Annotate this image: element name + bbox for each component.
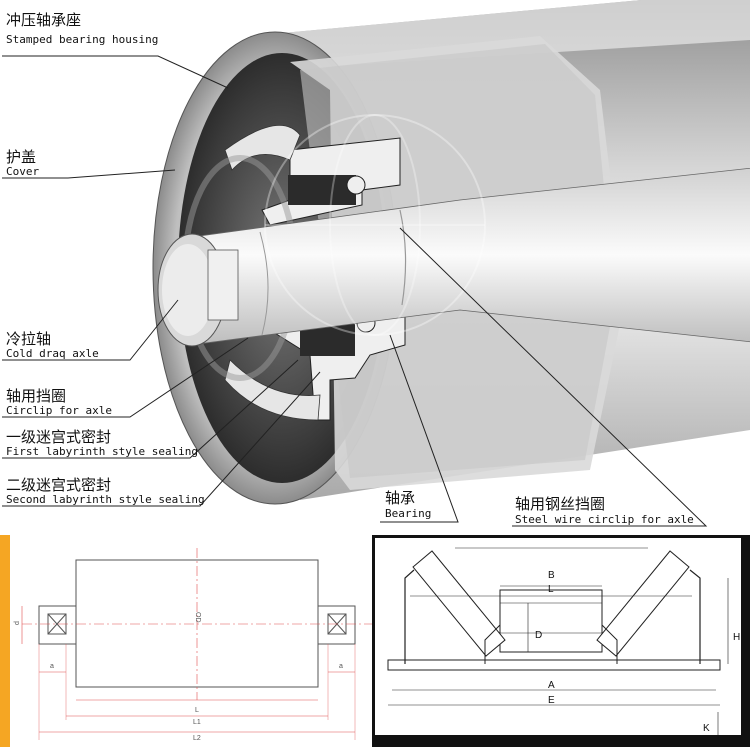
label-second-labyrinth: 二级迷宫式密封 Second labyrinth style sealing xyxy=(6,476,205,506)
label-circlip-for-axle: 轴用挡圈 Circlip for axle xyxy=(6,387,112,417)
dim-k: K xyxy=(703,723,710,734)
leader-lines xyxy=(2,55,708,527)
dim-b: B xyxy=(548,570,555,581)
dim-l: L xyxy=(548,584,554,595)
label-en: Bearing xyxy=(385,507,431,520)
label-en: Cold draq axle xyxy=(6,347,99,360)
dim-l1: L1 xyxy=(193,719,201,726)
roller-cutaway xyxy=(152,0,750,505)
label-cn: 轴用钢丝挡圈 xyxy=(515,495,605,513)
dim-a: A xyxy=(548,680,555,691)
label-en: Steel wire circlip for axle xyxy=(515,513,694,526)
dim-d: D xyxy=(535,630,542,641)
label-cn: 冲压轴承座 xyxy=(6,11,81,29)
roller-dimension-drawing: d OD a a L L1 L2 xyxy=(0,535,372,747)
dim-e: E xyxy=(548,695,555,706)
label-cn: 一级迷宫式密封 xyxy=(6,428,111,446)
label-en: Cover xyxy=(6,165,39,178)
label-cn: 轴承 xyxy=(385,489,415,507)
idler-dimension-drawing: B L D H A E K xyxy=(372,535,750,747)
label-cold-drag-axle: 冷拉轴 Cold draq axle xyxy=(6,330,99,360)
dim-d: d xyxy=(14,621,21,625)
accent-bar xyxy=(0,535,10,747)
label-en: Stamped bearing housing xyxy=(6,33,158,46)
dim-od: OD xyxy=(194,612,201,623)
label-first-labyrinth: 一级迷宫式密封 First labyrinth style sealing xyxy=(6,428,198,458)
label-cn: 冷拉轴 xyxy=(6,330,51,348)
label-stamped-bearing-housing: 冲压轴承座 Stamped bearing housing xyxy=(6,11,158,46)
dim-h: H xyxy=(733,632,740,643)
label-cn: 护盖 xyxy=(6,148,36,166)
dim-a-left: a xyxy=(50,663,54,670)
label-en: Second labyrinth style sealing xyxy=(6,493,205,506)
dim-a-right: a xyxy=(339,663,343,670)
label-steel-wire-circlip: 轴用钢丝挡圈 Steel wire circlip for axle xyxy=(515,495,694,526)
label-cover: 护盖 Cover xyxy=(6,148,39,178)
label-bearing: 轴承 Bearing xyxy=(385,489,431,520)
label-en: Circlip for axle xyxy=(6,404,112,417)
dim-l: L xyxy=(195,707,199,714)
label-cn: 二级迷宫式密封 xyxy=(6,476,111,494)
dim-l2: L2 xyxy=(193,735,201,742)
label-cn: 轴用挡圈 xyxy=(6,387,66,405)
label-en: First labyrinth style sealing xyxy=(6,445,198,458)
